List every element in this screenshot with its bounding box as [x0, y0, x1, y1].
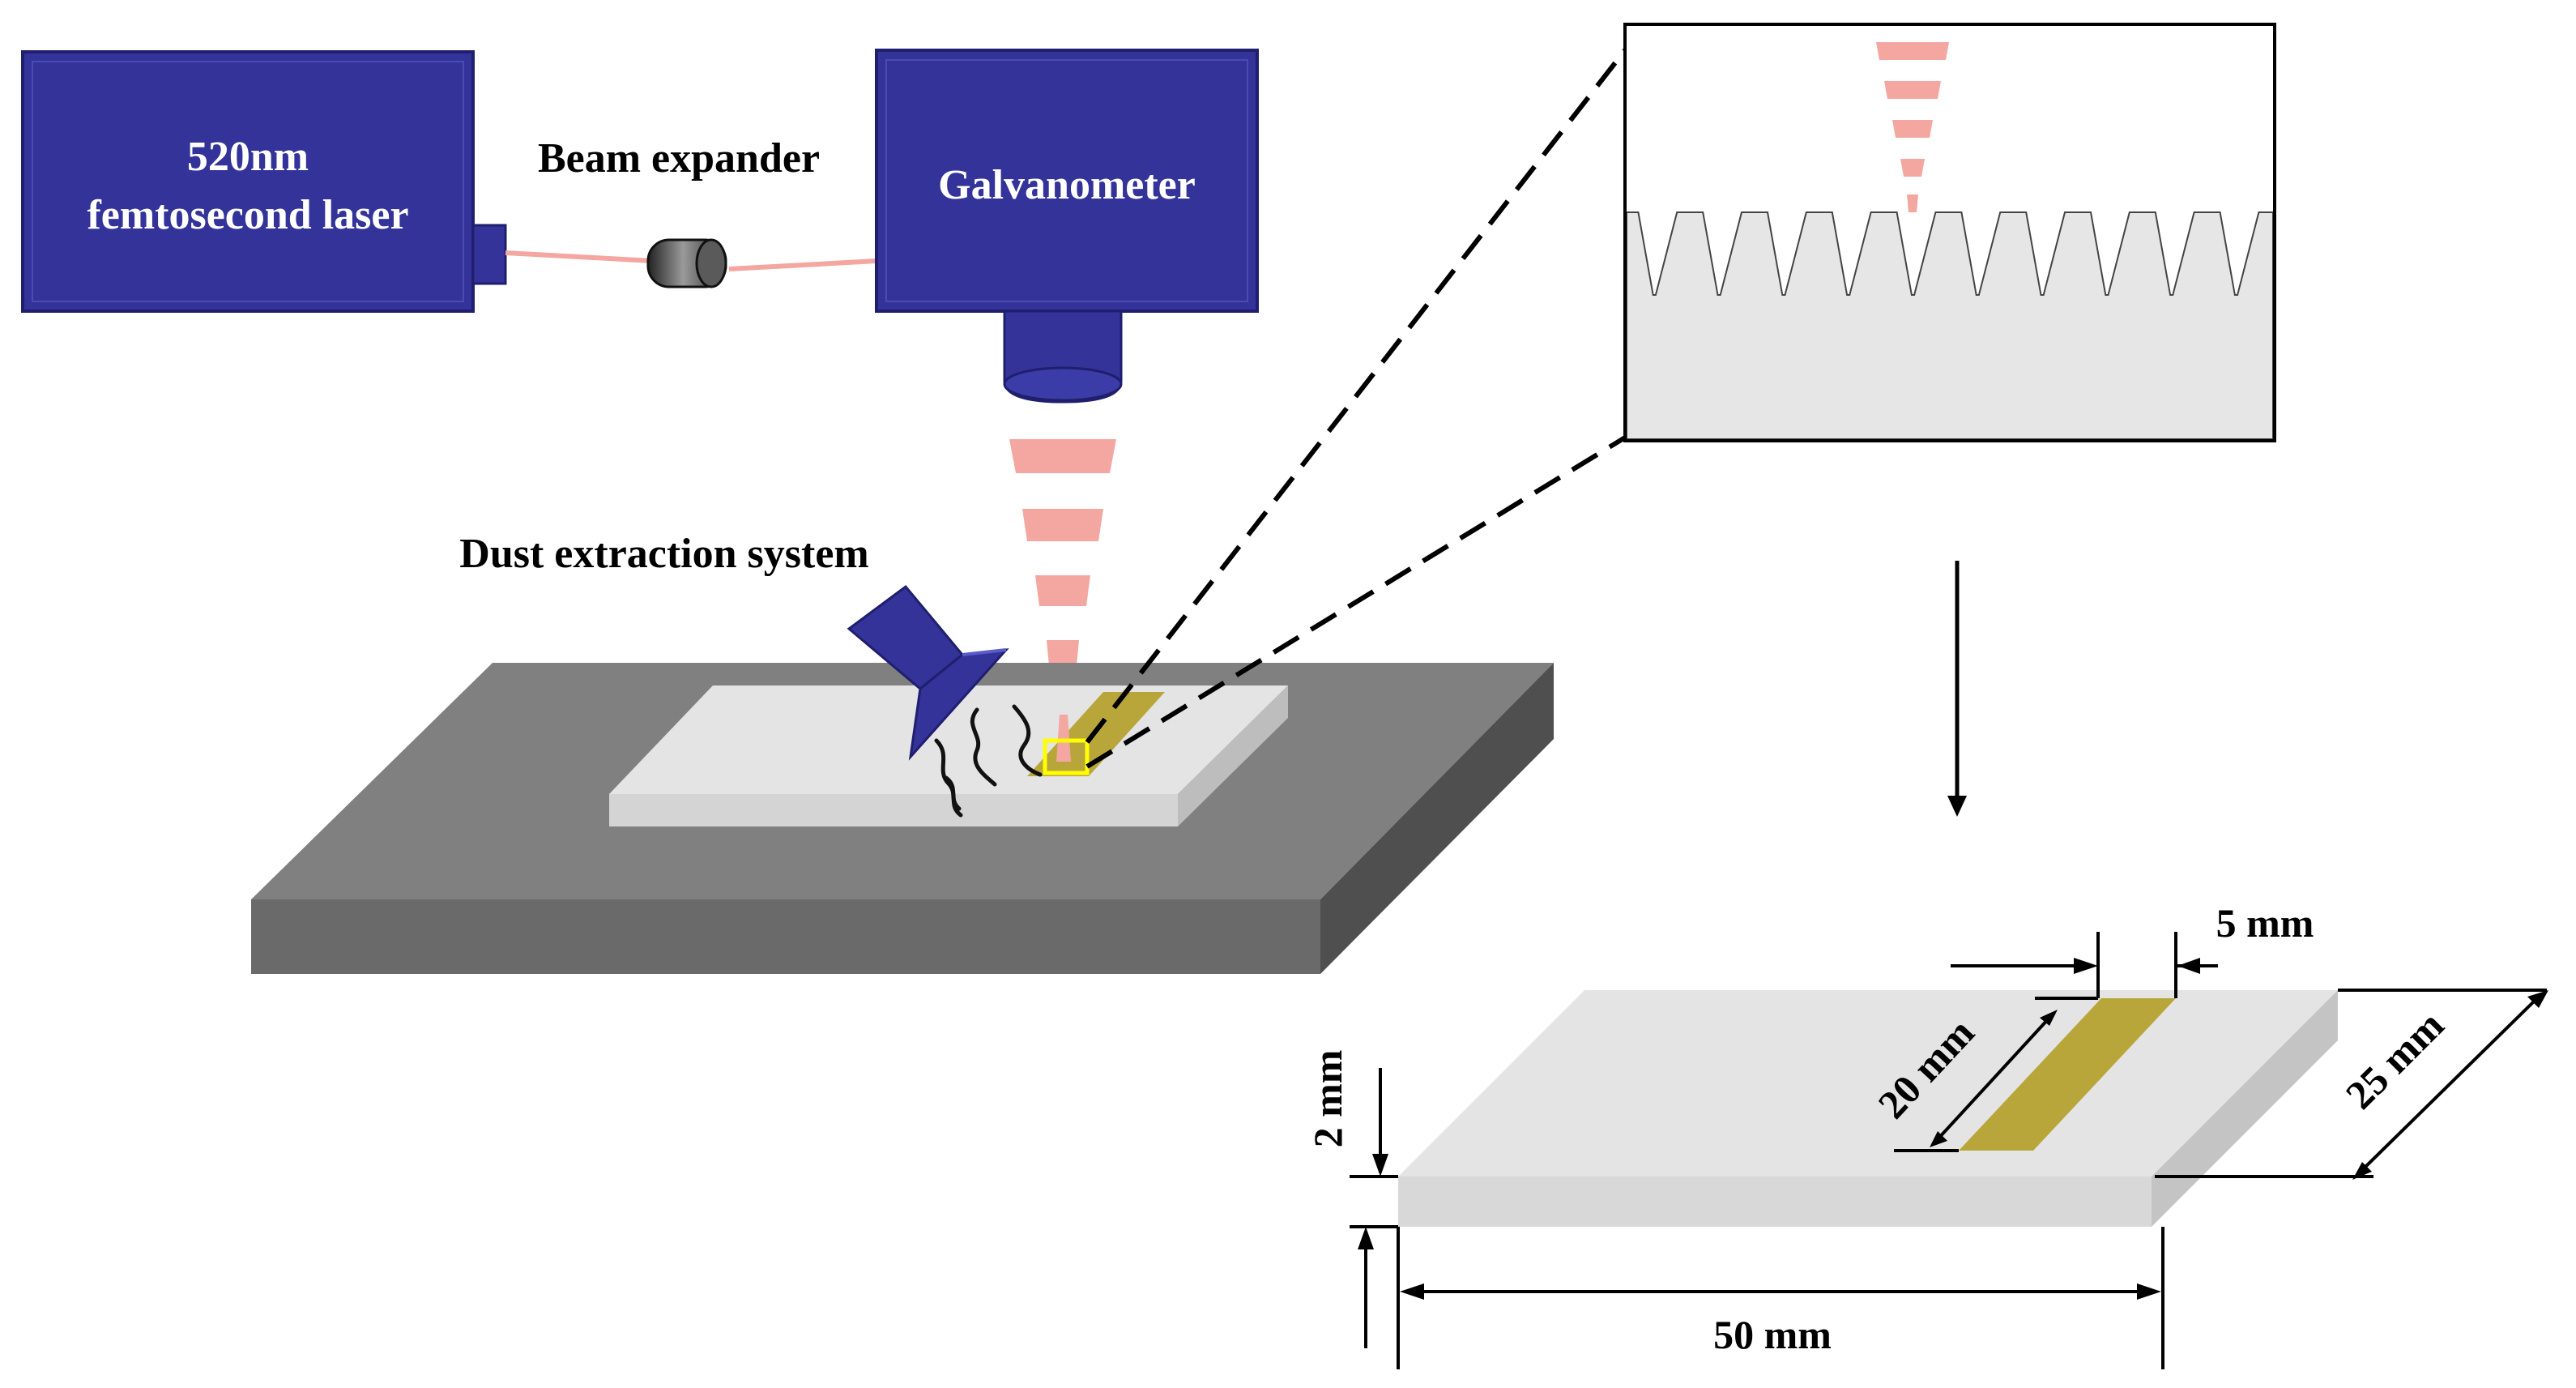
beam-expander: [646, 238, 727, 288]
microgroove-inset: [1623, 23, 2276, 442]
dust-extraction-label: Dust extraction system: [459, 531, 868, 577]
final-coating-strip: [1959, 998, 2176, 1151]
laser-beam-line: [505, 250, 877, 271]
beam-expander-label: Beam expander: [538, 135, 820, 182]
laser-spot: [1056, 715, 1071, 762]
processing-area-highlight: [1043, 738, 1090, 775]
final-sample-plate: [1398, 990, 2338, 1227]
zoom-leader-lines: [1085, 49, 1627, 769]
dimension-2mm: [1350, 1068, 1398, 1348]
dimension-50mm: [1397, 1227, 2164, 1369]
grooved-surface-profile: [1626, 211, 2274, 440]
dimension-5mm-label: 5 mm: [2216, 900, 2314, 946]
galvanometer-box: Galvanometer: [875, 49, 1259, 313]
inset-focused-beam: [1876, 42, 1949, 212]
dimension-50mm-label: 50 mm: [1713, 1312, 1832, 1357]
laser-output-port: [471, 224, 507, 285]
dimension-5mm: [1951, 932, 2218, 998]
dimension-2mm-label: 2 mm: [1305, 1050, 1350, 1148]
dimension-20mm: [1894, 997, 2098, 1152]
galvanometer-lens-housing: [1003, 310, 1123, 404]
dimension-25mm: [2155, 989, 2548, 1180]
femtosecond-laser-box: 520nm femtosecond laser: [21, 50, 475, 313]
dust-extraction-nozzle: [847, 584, 1009, 761]
galvanometer-label: Galvanometer: [938, 162, 1196, 208]
dust-swirls: [934, 704, 1043, 818]
laser-label-line1: 520nm: [187, 134, 309, 180]
process-arrow-down: [1947, 561, 1967, 817]
laser-label-line2: femtosecond laser: [87, 192, 408, 238]
